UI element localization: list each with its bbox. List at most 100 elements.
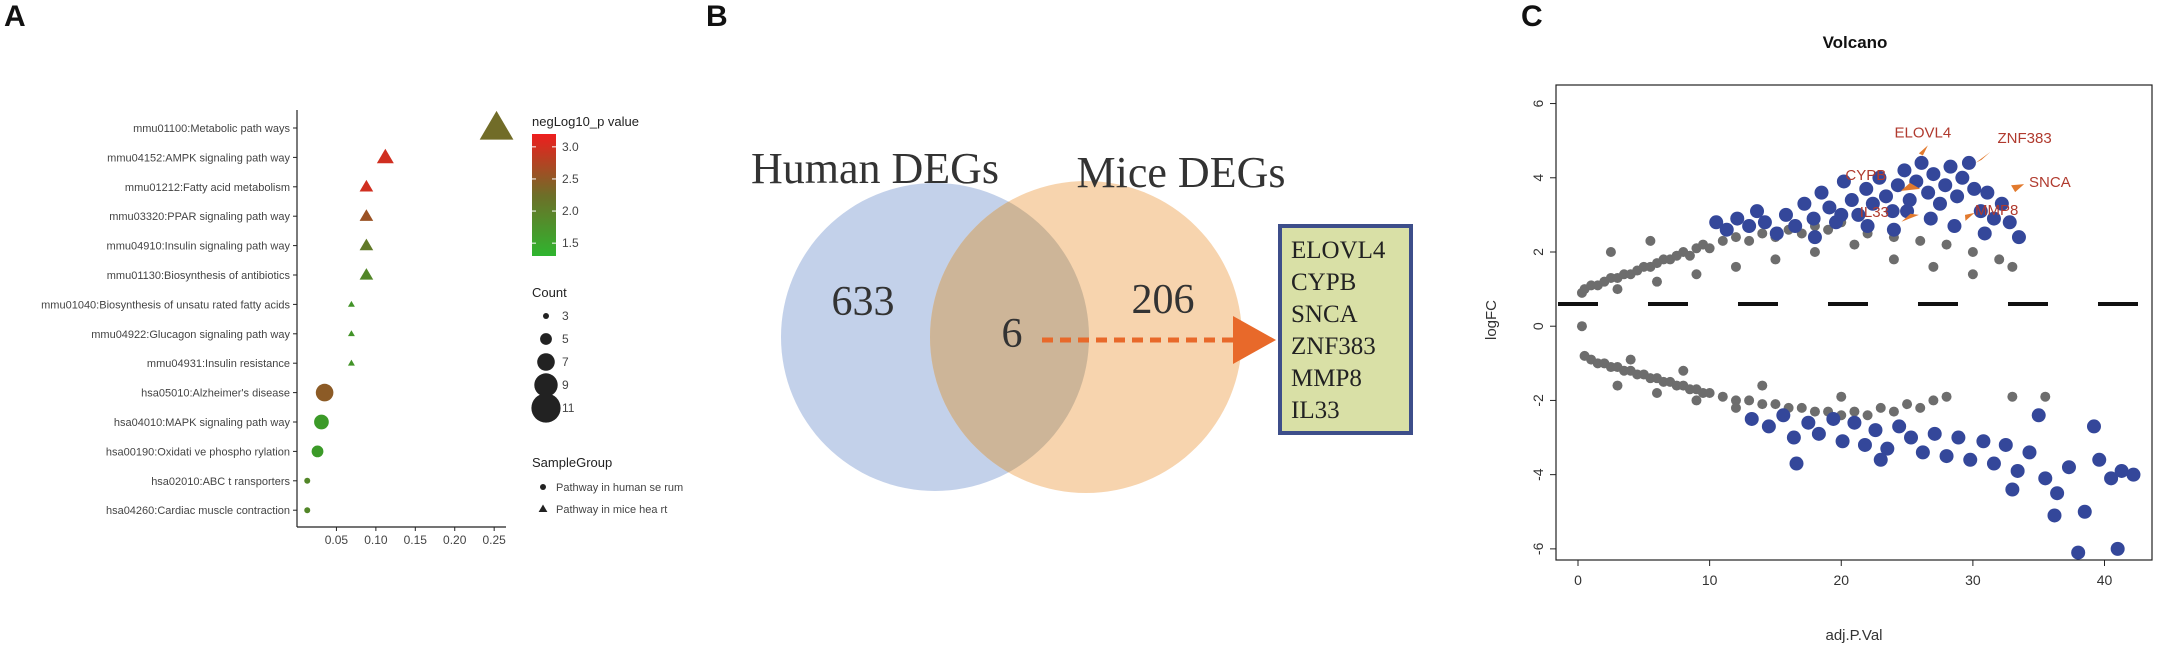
y-tick-label: hsa05010:Alzheimer's disease — [141, 388, 290, 400]
color-legend-label: 3.0 — [562, 140, 579, 154]
data-point-significant — [1769, 226, 1784, 241]
data-point — [1888, 406, 1899, 417]
data-point-significant — [1719, 222, 1734, 237]
data-point — [1645, 235, 1656, 246]
data-point-triangle — [347, 330, 355, 337]
y-tick-label: mmu01100:Metabolic path ways — [133, 123, 290, 135]
data-point-significant — [1986, 456, 2001, 471]
data-point-significant — [1807, 230, 1822, 245]
data-point — [1928, 261, 1939, 272]
label-arrow — [2011, 184, 2025, 193]
gene-label: IL33 — [1860, 204, 1889, 221]
data-point-significant — [1915, 445, 1930, 460]
data-point — [1717, 235, 1728, 246]
data-point-triangle — [347, 359, 355, 366]
color-legend-label: 2.5 — [562, 172, 579, 186]
data-point — [1576, 321, 1587, 332]
data-point-significant — [1947, 219, 1962, 234]
shape-legend-label: Pathway in human se rum — [556, 482, 683, 494]
data-point-significant — [1836, 174, 1851, 189]
data-point-significant — [1961, 155, 1976, 170]
data-point — [1730, 232, 1741, 243]
y-tick-label: mmu03320:PPAR signaling path way — [109, 211, 290, 223]
data-point-significant — [1822, 200, 1837, 215]
data-point-significant — [1955, 170, 1970, 185]
data-point — [1888, 254, 1899, 265]
y-tick-label: mmu04931:Insulin resistance — [147, 358, 290, 370]
data-point-significant — [1943, 159, 1958, 174]
data-point-significant — [1851, 207, 1866, 222]
data-point-significant — [1709, 215, 1724, 230]
data-point-significant — [2110, 541, 2125, 556]
data-point-significant — [1806, 211, 1821, 226]
data-point-significant — [1967, 181, 1982, 196]
data-point — [1757, 399, 1768, 410]
data-point-significant — [1923, 211, 1938, 226]
x-tick-label: 0.20 — [443, 533, 467, 547]
venn-count-human: 633 — [832, 279, 895, 325]
gene-label: MMP8 — [1975, 202, 2018, 219]
data-point-significant — [1761, 419, 1776, 434]
data-point-significant — [2114, 463, 2129, 478]
gene-label: CYPB — [1845, 167, 1886, 184]
data-point — [1770, 399, 1781, 410]
data-point-significant — [2104, 471, 2119, 486]
data-point-significant — [1788, 219, 1803, 234]
data-point — [1875, 402, 1886, 413]
size-legend-label: 11 — [562, 401, 575, 415]
size-legend-title: Count — [532, 285, 567, 300]
data-point-significant — [1914, 155, 1929, 170]
y-tick-label: mmu04922:Glucagon signaling path way — [91, 329, 290, 341]
data-point-significant — [2061, 460, 2076, 475]
data-point-significant — [1844, 193, 1859, 208]
data-point-significant — [1789, 456, 1804, 471]
data-point-significant — [1902, 193, 1917, 208]
data-point-triangle — [359, 238, 374, 251]
data-point-significant — [1950, 189, 1965, 204]
x-axis-label: adj.P.Val — [1826, 627, 1883, 644]
data-point-significant — [1826, 411, 1841, 426]
data-point-significant — [1873, 452, 1888, 467]
data-point — [1625, 354, 1636, 365]
data-point — [1678, 365, 1689, 376]
data-point-circle — [314, 414, 329, 430]
panel-label-a: A — [4, 0, 26, 33]
y-tick-label: 0 — [1530, 322, 1546, 330]
data-point-significant — [1811, 426, 1826, 441]
y-tick-label: 2 — [1530, 248, 1546, 256]
data-point — [1862, 410, 1873, 421]
data-point-significant — [1973, 204, 1988, 219]
data-point-significant — [2077, 504, 2092, 519]
panel-label-c: C — [1521, 0, 1543, 33]
data-point-significant — [1801, 415, 1816, 430]
data-point-significant — [1921, 185, 1936, 200]
data-point — [1809, 246, 1820, 257]
data-point — [1691, 395, 1702, 406]
data-point-significant — [1980, 185, 1995, 200]
data-point-significant — [1904, 430, 1919, 445]
data-point — [1849, 406, 1860, 417]
plot-frame — [1555, 84, 2153, 561]
gene-list-item: CYPB — [1291, 269, 1356, 296]
data-point-significant — [1963, 452, 1978, 467]
label-arrow — [1975, 151, 1991, 163]
x-tick-label: 30 — [1965, 572, 1981, 588]
data-point — [2040, 391, 2051, 402]
data-point-significant — [2011, 230, 2026, 245]
data-point — [1994, 254, 2005, 265]
data-point-significant — [1757, 215, 1772, 230]
y-tick-label: -4 — [1530, 468, 1546, 481]
data-point-significant — [2050, 486, 2065, 501]
venn-arrow-head — [1233, 316, 1276, 364]
data-point-triangle — [359, 209, 374, 221]
data-point-significant — [2010, 463, 2025, 478]
data-point-significant — [1847, 415, 1862, 430]
y-tick-label: mmu01212:Fatty acid metabolism — [125, 182, 290, 194]
data-point — [1928, 395, 1939, 406]
data-point — [1941, 239, 1952, 250]
size-legend-dot — [534, 373, 558, 397]
venn-set-label-mice: Mice DEGs — [1077, 148, 1286, 197]
data-point-triangle — [347, 300, 355, 307]
